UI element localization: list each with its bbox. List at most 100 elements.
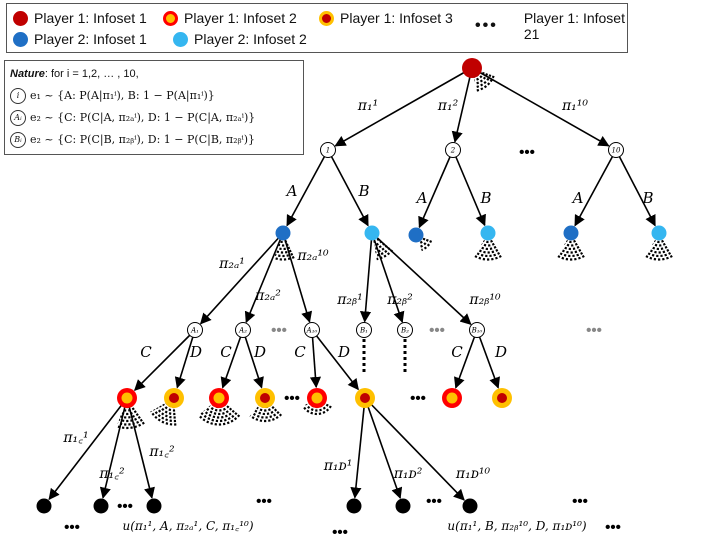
fan-arc [475,74,492,89]
fan-arc [482,239,494,244]
legend-label: Player 2: Infoset 2 [194,31,307,47]
tree-edge [48,397,128,501]
tree-edge [309,329,322,389]
legend-label: Player 2: Infoset 1 [34,31,147,47]
light-blue-dot-icon [173,31,188,47]
legend-label: Player 1: Infoset 2 [184,10,297,26]
fan-arc [256,405,275,412]
fan-arc [159,405,176,416]
chance-node [397,322,413,338]
edge-label: C [294,343,306,361]
blue-dot-icon [13,31,28,47]
edge-label: π₂ᵦ² [386,292,413,308]
edge-label: C [451,343,463,361]
tree-edge [282,232,313,323]
fan-arc [648,248,670,254]
fan-arc [646,251,672,258]
red-ring-yellow-dot-icon [163,10,178,26]
chance-node-label: B₂ [400,327,409,335]
edge-label: π₂ₐ¹ [218,256,245,272]
fan-arc [652,242,666,247]
fan-arc [479,245,497,251]
fan-arc [200,412,238,423]
fan-arc [562,245,580,251]
edge-label: D [189,343,202,361]
edge-label: π₂ₐ² [254,288,281,304]
tree-edges [48,67,656,501]
p2-node [408,227,424,243]
terminal-node [36,498,52,514]
chance-mark-icon: Bᵢ [10,132,26,148]
p1-infoset2-core [446,392,458,404]
legend-p1-infoset3: Player 1: Infoset 3 [319,10,453,26]
utility-left: u(π₁¹, A, π₂ₐ¹, C, π₁꜀¹⁰) [122,519,253,533]
ellipsis: ••• [64,519,80,536]
fan-arc [302,405,332,416]
yellow-ring-red-dot-icon [319,10,334,26]
tree-edge [418,149,454,229]
edge-label: π₁² [437,98,459,114]
terminal-node [395,498,411,514]
fan-arc [121,410,137,416]
legend-p1-infoset2: Player 1: Infoset 2 [163,10,297,26]
edge-label: π₂ᵦ¹⁰ [468,292,501,308]
fan-arc [475,75,495,92]
terminal-node [146,498,162,514]
fan-arc [474,73,489,85]
nature-e1: e₁ ~ {A: P(A|π₁ⁱ), B: 1 − P(A|π₁ⁱ)} [30,89,215,102]
terminal-node [93,498,109,514]
edge-label: π₁꜀² [98,466,125,482]
edge-label: π₁ᴅ² [393,466,423,482]
fan-arc [373,240,383,247]
p2-node [563,225,579,241]
chance-node [608,142,624,158]
p1-infoset3-core [497,393,507,403]
edge-label: B [357,182,369,200]
edge-label: B [641,189,653,207]
fan-arc [558,251,584,258]
edge-label: D [253,343,266,361]
fan-arc [653,239,665,244]
tree-edge [334,67,473,147]
p1-infoset2-core [213,392,225,404]
p1-infoset1-node [462,58,482,78]
p1-infoset2-core [311,392,323,404]
nature-title: Nature [10,68,45,80]
tree-edge [242,329,264,389]
chance-node [235,322,251,338]
legend-label: Player 1: Infoset 1 [34,10,147,26]
ellipsis: ••• [426,493,442,510]
chance-node [356,322,372,338]
legend-label: Player 1: Infoset 21 [523,10,625,42]
chance-node-label: 10 [612,147,621,155]
tree-edge [364,397,465,501]
fan-arc [205,407,233,416]
chance-node-label: B₁₀ [471,327,483,335]
ellipsis: ••• [271,322,287,339]
fan-arc [117,418,143,426]
tree-edge [199,232,284,325]
utility-right: u(π₁¹, B, π₂ᵦ¹⁰, D, π₁ᴅ¹⁰) [447,519,586,533]
fan-arc [273,255,295,261]
tree-edge [364,397,403,500]
chance-node-label: 2 [450,147,456,155]
terminal-node [346,498,362,514]
chance-node [304,322,320,338]
chance-node [320,142,336,158]
fan-arc [374,242,386,250]
tree-edge [615,149,656,227]
chance-node-label: A₁₀ [306,327,318,335]
tree-edge [359,232,373,323]
chance-node-label: 1 [326,147,330,155]
fan-arc [156,407,176,419]
chance-node-label: A₂ [238,327,247,335]
p2-node [364,225,380,241]
fan-arc [474,254,502,261]
ellipsis: ••• [586,322,602,339]
ellipsis: ••• [332,524,348,541]
tree-edge [350,397,366,499]
